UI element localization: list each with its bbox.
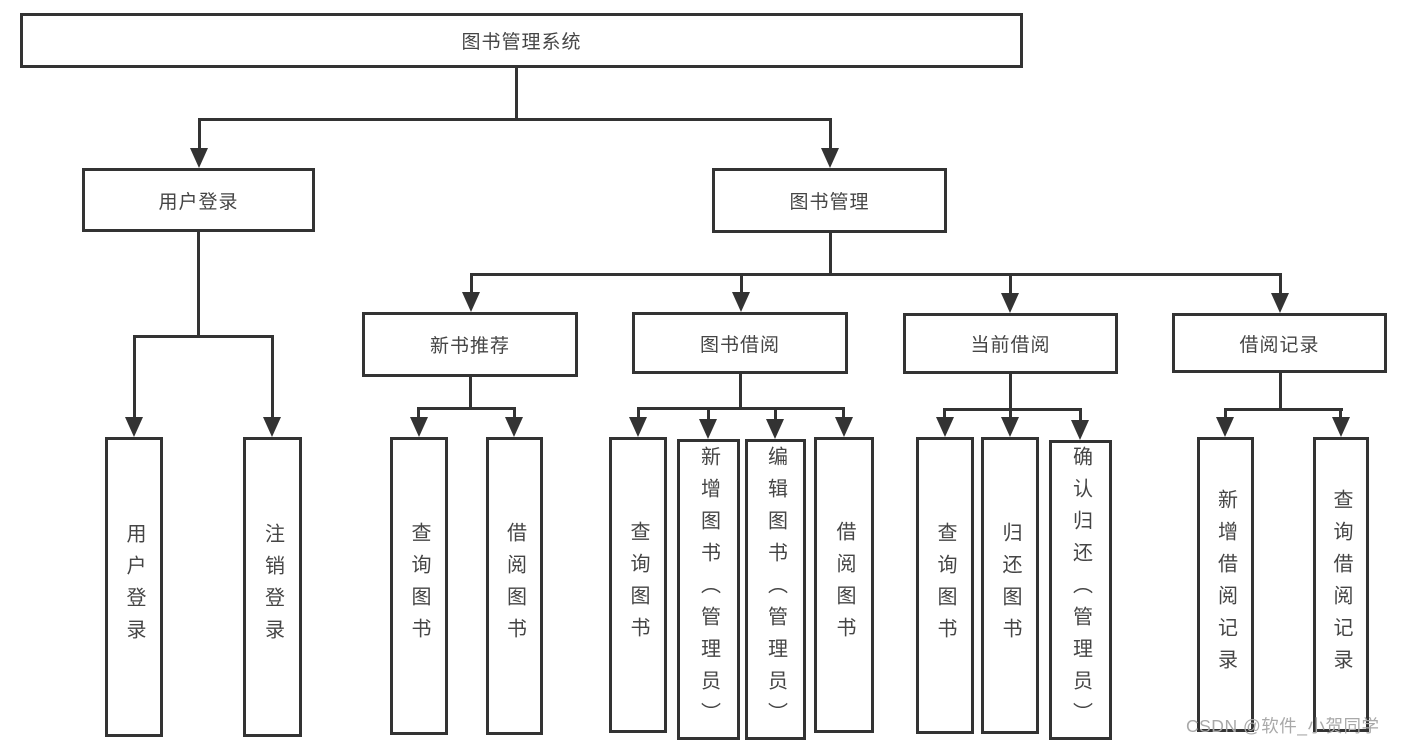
connector-new-book-branch xyxy=(417,407,516,410)
connector-to-book-management xyxy=(829,118,832,148)
node-cb-confirm-return-admin: 确认归还（管理员） xyxy=(1049,440,1112,740)
node-label: 图书管理 xyxy=(789,192,870,213)
node-new-book-recommend: 新书推荐 xyxy=(362,312,578,377)
arrowhead-rec-borrow xyxy=(505,417,523,437)
connector-borrow-records-branch xyxy=(1224,408,1343,411)
node-label: 用户登录 xyxy=(158,191,239,213)
arrowhead-borrow-records xyxy=(1271,293,1289,313)
arrowhead-login xyxy=(125,417,143,437)
connector-to-rec-query xyxy=(417,407,420,417)
node-label: 新书推荐 xyxy=(429,336,510,357)
node-label: 用户登录 xyxy=(123,523,145,651)
arrowhead-br-query xyxy=(1332,417,1350,437)
node-current-borrow: 当前借阅 xyxy=(903,313,1118,374)
connector-to-login xyxy=(133,335,136,417)
node-user-login: 用户登录 xyxy=(82,168,315,232)
connector-current-borrow-trunk xyxy=(1009,373,1012,408)
connector-root-trunk xyxy=(515,66,518,118)
connector-user-login-branch xyxy=(133,335,274,338)
arrowhead-cb-confirm xyxy=(1071,420,1089,440)
node-login: 用户登录 xyxy=(105,437,163,737)
node-br-add-record: 新增借阅记录 xyxy=(1197,437,1254,732)
node-label: 新增借阅记录 xyxy=(1214,488,1237,681)
connector-book-borrow-branch xyxy=(637,407,845,410)
arrowhead-current-borrow xyxy=(1001,293,1019,313)
node-label: 归还图书 xyxy=(999,521,1021,650)
arrowhead-br-add xyxy=(1216,417,1234,437)
connector-to-br-add xyxy=(1224,408,1227,417)
node-label: 图书管理系统 xyxy=(461,32,582,53)
csdn-watermark: CSDN @软件_小贺同学 xyxy=(1186,716,1380,736)
node-book-management: 图书管理 xyxy=(712,168,947,233)
connector-to-bb-borrow xyxy=(842,407,845,417)
node-label: 借阅图书 xyxy=(833,521,855,649)
connector-to-cb-confirm xyxy=(1079,408,1082,420)
connector-user-login-trunk xyxy=(197,232,200,335)
node-label: 编辑图书（管理员） xyxy=(764,445,787,734)
connector-to-user-login xyxy=(198,118,201,148)
connector-new-book-trunk xyxy=(469,376,472,407)
connector-to-logout xyxy=(271,335,274,417)
arrowhead-cb-return xyxy=(1001,417,1019,437)
arrowhead-book-management xyxy=(821,148,839,168)
connector-book-management-trunk xyxy=(829,233,832,273)
connector-to-current-borrow xyxy=(1009,273,1012,293)
connector-to-borrow-records xyxy=(1279,273,1282,293)
connector-to-book-borrow xyxy=(740,273,743,292)
connector-to-rec-borrow xyxy=(513,407,516,417)
node-label: 当前借阅 xyxy=(970,335,1051,356)
connector-to-br-query xyxy=(1339,408,1342,417)
connector-book-management-branch xyxy=(470,273,1282,276)
node-bb-borrow-books: 借阅图书 xyxy=(814,437,874,733)
node-br-query-record: 查询借阅记录 xyxy=(1313,437,1369,732)
node-library-management-system: 图书管理系统 xyxy=(20,13,1023,68)
node-bb-query-books: 查询图书 xyxy=(609,437,667,733)
connector-current-borrow-branch xyxy=(944,408,1082,411)
connector-to-cb-return xyxy=(1009,408,1012,417)
arrowhead-book-borrow xyxy=(732,292,750,312)
arrowhead-logout xyxy=(263,417,281,437)
node-label: 确认归还（管理员） xyxy=(1069,446,1092,734)
arrowhead-user-login xyxy=(190,148,208,168)
node-label: 查询图书 xyxy=(934,521,956,650)
connector-to-bb-edit xyxy=(774,407,777,419)
node-book-borrow: 图书借阅 xyxy=(632,312,848,374)
arrowhead-cb-query xyxy=(936,417,954,437)
node-cb-query-books: 查询图书 xyxy=(916,437,974,734)
node-logout: 注销登录 xyxy=(243,437,302,737)
node-label: 查询借阅记录 xyxy=(1330,488,1352,681)
arrowhead-rec-query xyxy=(410,417,428,437)
connector-to-bb-add xyxy=(707,407,710,419)
connector-book-borrow-trunk xyxy=(739,373,742,407)
connector-borrow-records-trunk xyxy=(1279,372,1282,408)
node-cb-return-books: 归还图书 xyxy=(981,437,1039,734)
node-label: 查询图书 xyxy=(627,521,649,649)
node-label: 注销登录 xyxy=(261,523,284,651)
connector-to-cb-query xyxy=(943,408,946,417)
node-bb-add-book-admin: 新增图书（管理员） xyxy=(677,439,740,740)
arrowhead-bb-edit xyxy=(766,419,784,439)
node-rec-query-books: 查询图书 xyxy=(390,437,448,735)
connector-root-branch xyxy=(198,118,832,121)
node-label: 新增图书（管理员） xyxy=(697,445,720,734)
arrowhead-bb-add xyxy=(699,419,717,439)
node-label: 借阅图书 xyxy=(503,522,526,650)
node-rec-borrow-books: 借阅图书 xyxy=(486,437,543,735)
node-bb-edit-book-admin: 编辑图书（管理员） xyxy=(745,439,806,740)
arrowhead-bb-query xyxy=(629,417,647,437)
connector-to-bb-query xyxy=(637,407,640,417)
node-borrow-records: 借阅记录 xyxy=(1172,313,1387,373)
arrowhead-bb-borrow xyxy=(835,417,853,437)
node-label: 图书借阅 xyxy=(699,334,780,356)
node-label: 借阅记录 xyxy=(1239,334,1320,356)
connector-to-new-book xyxy=(470,273,473,292)
node-label: 查询图书 xyxy=(408,522,430,650)
arrowhead-new-book xyxy=(462,292,480,312)
